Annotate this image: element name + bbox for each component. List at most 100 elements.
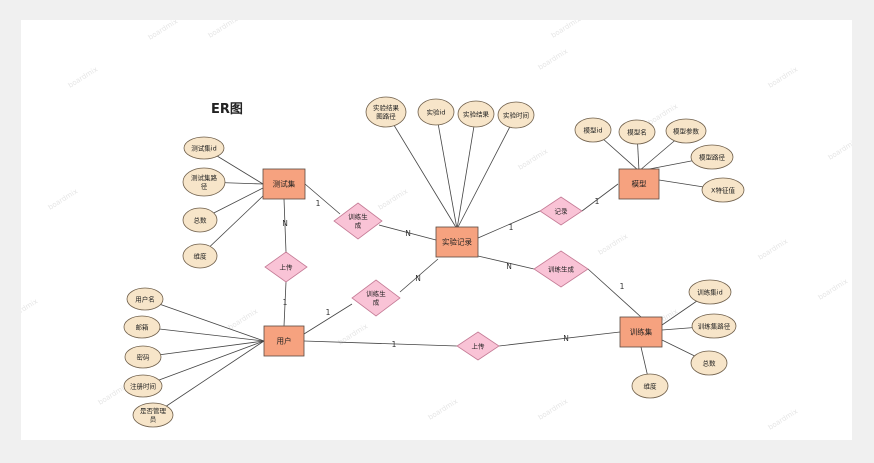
cardinality-label: 1 — [620, 282, 625, 291]
attribute-a-ts-dim[interactable]: 维度 — [182, 243, 218, 269]
attribute-label: 模型路径 — [699, 152, 726, 161]
connector-line — [587, 268, 642, 318]
attribute-a-exp-time[interactable]: 实验时间 — [497, 101, 535, 129]
relationship-label: 上传 — [280, 262, 294, 271]
connector-line — [435, 111, 458, 230]
cardinality-label: 1 — [595, 197, 600, 206]
attribute-a-tr-path[interactable]: 训练集路径 — [691, 313, 737, 339]
relationship-rel-upload-2[interactable]: 上传 — [456, 331, 500, 361]
attribute-shape — [123, 374, 163, 398]
connector-line — [399, 258, 439, 293]
watermark-text: boardmix — [597, 232, 629, 256]
attribute-a-u-reg[interactable]: 注册时间 — [123, 374, 163, 398]
attribute-shape — [690, 350, 728, 376]
connector-layer — [141, 111, 724, 416]
attribute-shape — [665, 118, 707, 144]
watermark-text: boardmix — [21, 297, 39, 321]
connector-line — [477, 210, 541, 239]
connector-line — [144, 298, 265, 342]
relationship-label: 训练生 — [348, 212, 368, 221]
entity-model[interactable]: 模型 — [618, 168, 660, 200]
attribute-label: 用户名 — [135, 294, 155, 303]
attribute-shape — [182, 243, 218, 269]
cardinality-label: N — [563, 334, 569, 343]
attribute-shape — [574, 117, 612, 143]
connector-line — [141, 326, 265, 342]
relationship-shape — [533, 250, 589, 288]
attribute-shape — [183, 136, 225, 160]
attribute-label: 测试集路 — [191, 173, 218, 182]
watermark-text: boardmix — [227, 307, 259, 331]
attribute-label: 实验id — [427, 107, 446, 116]
entity-user[interactable]: 用户 — [263, 325, 305, 357]
attribute-shape — [691, 313, 737, 339]
attribute-label: 训练集id — [697, 287, 722, 296]
attribute-a-tr-total[interactable]: 总数 — [690, 350, 728, 376]
relationship-rel-record[interactable]: 记录 — [539, 196, 583, 226]
attribute-a-m-name[interactable]: 模型名 — [618, 119, 656, 145]
attribute-a-tr-id[interactable]: 训练集id — [688, 279, 732, 305]
connector-line — [283, 281, 287, 327]
relationship-rel-train-gen-1[interactable]: 训练生成 — [333, 202, 383, 240]
attribute-a-tr-dim[interactable]: 维度 — [631, 373, 669, 399]
attribute-shape — [497, 101, 535, 129]
attribute-label: 邮箱 — [136, 322, 150, 331]
entity-train-set[interactable]: 训练集 — [619, 316, 663, 348]
watermark-text: boardmix — [67, 65, 99, 89]
attribute-shape — [123, 315, 161, 339]
attribute-a-ts-id[interactable]: 测试集id — [183, 136, 225, 160]
cardinality-label: N — [415, 274, 421, 283]
connector-line — [303, 303, 353, 335]
entity-shape — [263, 325, 305, 357]
attribute-label: 图路径 — [376, 112, 396, 121]
attribute-a-exp-id[interactable]: 实验id — [417, 98, 455, 126]
attribute-label: 实验结果 — [463, 109, 490, 118]
attribute-label: 总数 — [703, 358, 717, 367]
attribute-a-m-param[interactable]: 模型参数 — [665, 118, 707, 144]
relationship-label: 上传 — [472, 341, 486, 350]
watermark-text: boardmix — [537, 47, 569, 71]
relationship-label: 训练生成 — [548, 264, 575, 273]
attribute-a-m-x[interactable]: X特征值 — [701, 177, 745, 203]
connector-line — [456, 113, 477, 230]
entity-experiment[interactable]: 实验记录 — [435, 226, 479, 258]
connector-line — [142, 340, 265, 387]
attribute-a-u-pwd[interactable]: 密码 — [124, 345, 162, 369]
watermark-text: boardmix — [427, 397, 459, 421]
connector-line — [199, 195, 264, 257]
attribute-a-exp-result[interactable]: 实验结果 — [457, 100, 495, 128]
attribute-label: 是否管理 — [140, 406, 167, 415]
relationship-rel-upload-1[interactable]: 上传 — [264, 251, 308, 283]
attribute-a-m-id[interactable]: 模型id — [574, 117, 612, 143]
relationship-shape — [351, 279, 401, 317]
attribute-shape — [182, 207, 218, 233]
watermark-text: boardmix — [517, 147, 549, 171]
relationship-rel-train-gen-3[interactable]: 训练生成 — [533, 250, 589, 288]
watermark-text: boardmix — [817, 277, 849, 301]
cardinality-label: N — [405, 229, 411, 238]
connector-line — [304, 183, 341, 215]
connector-line — [378, 224, 437, 241]
attribute-a-u-email[interactable]: 邮箱 — [123, 315, 161, 339]
relationship-label: 训练生 — [366, 289, 386, 298]
entity-test-set[interactable]: 测试集 — [262, 168, 306, 200]
entity-label: 训练集 — [630, 327, 653, 337]
attribute-a-ts-total[interactable]: 总数 — [182, 207, 218, 233]
cardinality-label: 1 — [316, 199, 321, 208]
attribute-label: 维度 — [644, 381, 658, 390]
connector-line — [152, 340, 265, 416]
relationship-rel-train-gen-2[interactable]: 训练生成 — [351, 279, 401, 317]
attribute-a-m-path[interactable]: 模型路径 — [690, 144, 734, 170]
watermark-text: boardmix — [47, 187, 79, 211]
entity-label: 测试集 — [273, 179, 296, 189]
attribute-a-u-name[interactable]: 用户名 — [126, 287, 164, 311]
attribute-label: 模型id — [584, 125, 603, 134]
entity-shape — [435, 226, 479, 258]
attribute-label: 模型名 — [627, 127, 647, 136]
watermark-text: boardmix — [377, 187, 409, 211]
attribute-label: 注册时间 — [130, 381, 156, 390]
